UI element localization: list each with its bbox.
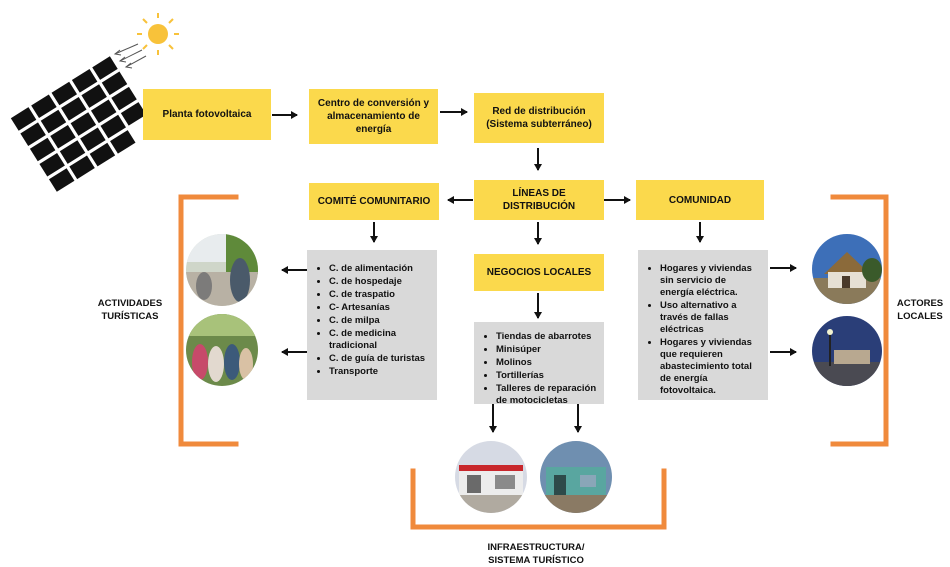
photo-house (812, 234, 882, 304)
photo-tourism-group-image (186, 314, 258, 386)
bracket-bottom (410, 468, 667, 530)
negocios-box: NEGOCIOS LOCALES (474, 254, 604, 291)
photo-tourism-group (186, 314, 258, 386)
comunidad-list-box: Hogares y viviendas sin servicio de ener… (638, 250, 768, 400)
solar-panel-icon (9, 54, 148, 194)
list-item: Minisúper (496, 343, 598, 356)
photo-house-image (812, 234, 882, 304)
comunidad-label: COMUNIDAD (668, 194, 732, 206)
negocios-list: Tiendas de abarrotes Minisúper Molinos T… (480, 330, 598, 407)
list-item: Hogares y viviendas que requieren abaste… (660, 336, 762, 397)
photo-shop (540, 441, 612, 513)
comite-box: COMITÉ COMUNITARIO (309, 183, 439, 220)
red-box: Red de distribución (Sistema subterráneo… (474, 93, 604, 143)
centro-box: Centro de conversión y almacenamiento de… (309, 89, 438, 144)
comite-label: COMITÉ COMUNITARIO (317, 196, 431, 207)
list-item: C. de alimentación (329, 262, 431, 275)
photo-tourism-street-image (186, 234, 258, 306)
list-item: Uso alternativo a través de fallas eléct… (660, 299, 762, 336)
comite-list: C. de alimentación C. de hospedaje C. de… (313, 262, 431, 378)
photo-store (455, 441, 527, 513)
photo-shop-image (540, 441, 612, 513)
list-item: Talleres de reparación de motocicletas (496, 382, 598, 407)
photo-tourism-street (186, 234, 258, 306)
planta-box: Planta fotovoltaica (143, 89, 271, 140)
actores-label: ACTORES LOCALES (896, 298, 944, 322)
photo-night-street-image (812, 316, 882, 386)
photo-store-image (455, 441, 527, 513)
centro-label: Centro de conversión y almacenamiento de… (317, 98, 430, 135)
infraestructura-label: INFRAESTRUCTURA/ SISTEMA TURÍSTICO (487, 542, 585, 566)
list-item: C. de milpa (329, 314, 431, 327)
planta-label: Planta fotovoltaica (162, 109, 252, 120)
list-item: C- Artesanías (329, 301, 431, 314)
bracket-left (178, 194, 239, 447)
comunidad-box: COMUNIDAD (636, 180, 764, 220)
list-item: C. de guía de turistas (329, 352, 431, 365)
actividades-label: ACTIVIDADES TURÍSTICAS (97, 298, 163, 322)
list-item: Hogares y viviendas sin servicio de ener… (660, 262, 762, 299)
lineas-box: LÍNEAS DE DISTRIBUCIÓN (474, 180, 604, 220)
list-item: C. de hospedaje (329, 275, 431, 288)
list-item: C. de medicina tradicional (329, 327, 431, 352)
red-label: Red de distribución (Sistema subterráneo… (486, 106, 592, 130)
list-item: Molinos (496, 356, 598, 369)
comite-list-box: C. de alimentación C. de hospedaje C. de… (307, 250, 437, 400)
negocios-list-box: Tiendas de abarrotes Minisúper Molinos T… (474, 322, 604, 407)
lineas-label: LÍNEAS DE DISTRIBUCIÓN (502, 188, 576, 212)
comunidad-list: Hogares y viviendas sin servicio de ener… (644, 262, 762, 397)
list-item: Transporte (329, 365, 431, 378)
bracket-right (830, 194, 889, 447)
sun-rays-icon (113, 43, 147, 69)
photo-night-street (812, 316, 882, 386)
list-item: C. de traspatio (329, 288, 431, 301)
list-item: Tiendas de abarrotes (496, 330, 598, 343)
list-item: Tortillerías (496, 369, 598, 382)
sun-icon (137, 13, 179, 55)
negocios-label: NEGOCIOS LOCALES (486, 267, 592, 278)
